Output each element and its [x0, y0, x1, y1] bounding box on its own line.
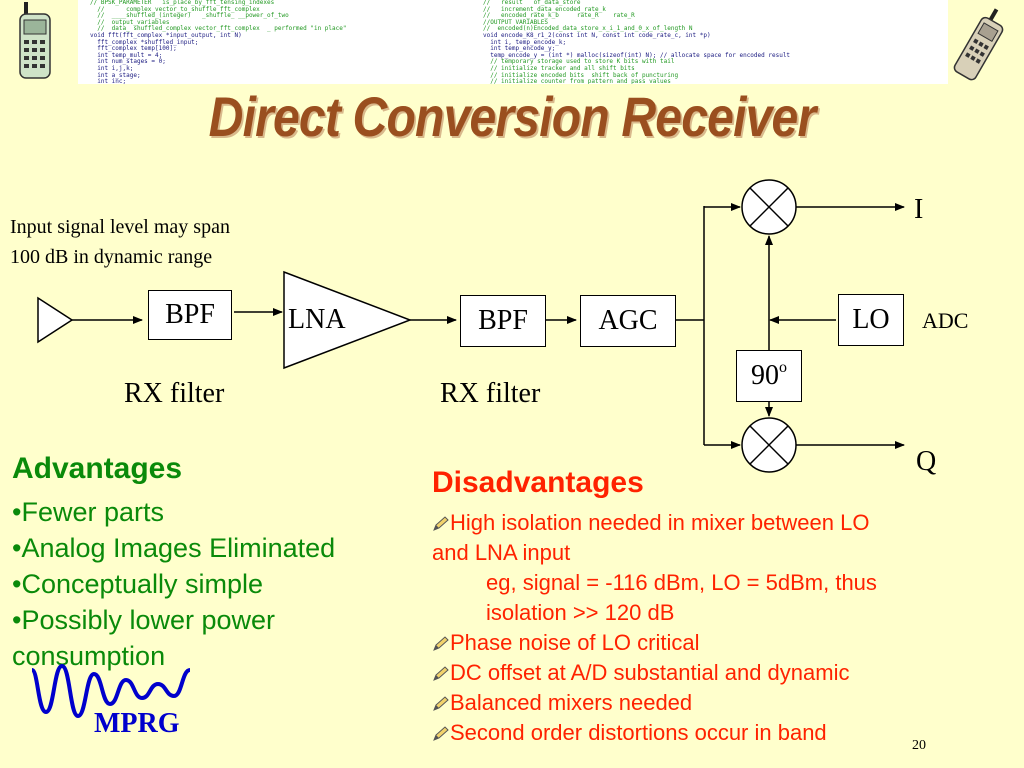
disadvantage-item-continuation: and LNA input	[432, 540, 571, 565]
phase-shift-unit: o	[779, 359, 787, 376]
code-line: int a_stage;	[90, 71, 141, 79]
pencil-bullet-icon	[433, 696, 449, 711]
pencil-bullet-icon	[433, 636, 449, 651]
code-line: // encoded_rate_k_b rate_R rate_R	[483, 12, 635, 20]
mprg-logo-text: MPRG	[94, 708, 180, 739]
code-line: fft_complex *shuffled_input;	[90, 38, 199, 46]
code-line: void fft(fft_complex *input_output, int …	[90, 31, 242, 39]
code-line: // complex_vector_to_shuffle_fft_complex	[90, 5, 260, 13]
advantages-title: Advantages	[12, 452, 183, 485]
agc-box: AGC	[580, 295, 676, 347]
slide-title: Direct Conversion Receiver	[208, 85, 817, 148]
disadvantage-text: High isolation needed in mixer between L…	[450, 510, 870, 535]
lo-box: LO	[838, 294, 904, 346]
bpf2-box: BPF	[460, 295, 546, 347]
bpf1-box: BPF	[148, 290, 232, 340]
advantage-item: •Analog Images Eliminated	[12, 533, 336, 563]
advantage-item: •Possibly lower power consumption	[12, 605, 276, 671]
input-note-line2: 100 dB in dynamic range	[10, 246, 213, 268]
disadvantage-item: Phase noise of LO critical	[432, 628, 1012, 658]
code-line: // BPSK_PARAMETER is_place_by_fft_tensin…	[90, 0, 275, 6]
code-line: // output_variables	[90, 18, 170, 26]
code-line: //OUTPUT VARIABLES	[483, 18, 549, 26]
code-line: int temp_encode_y;	[483, 45, 556, 53]
disadvantage-text: Balanced mixers needed	[450, 690, 693, 715]
code-line: fft_complex temp[100];	[90, 45, 177, 53]
disadvantage-item: Second order distortions occur in band	[432, 718, 1012, 748]
phase-shift-value: 90	[751, 360, 779, 391]
advantage-item: •Conceptually simple	[12, 569, 264, 599]
rx-filter-label-2: RX filter	[440, 378, 541, 409]
code-line: // ____shuffled_(integer) _shuffle_ __po…	[90, 12, 289, 20]
code-line: // temporary storage used to store K bit…	[483, 58, 675, 66]
code-line: int temp_mult = 4;	[90, 51, 163, 59]
output-q-label: Q	[916, 446, 937, 477]
code-column-right: // result of_data_store// increment_data…	[483, 0, 943, 84]
disadvantage-item: DC offset at A/D substantial and dynamic	[432, 658, 1012, 688]
adc-label: ADC	[922, 308, 969, 333]
code-line: // encoded(n)Encoded_data_store_x_i_1_an…	[483, 25, 693, 33]
code-line: temp_encode_y = (int *) malloc(sizeof(in…	[483, 51, 791, 59]
code-line: // data_ shuffled_complex vector_fft_com…	[90, 25, 347, 33]
code-column-left: // BPSK_PARAMETER is_place_by_fft_tensin…	[90, 0, 480, 84]
disadvantages-list: High isolation needed in mixer between L…	[432, 508, 1012, 748]
disadvantage-item: Balanced mixers needed	[432, 688, 1012, 718]
output-i-label: I	[914, 194, 924, 225]
lna-triangle	[283, 270, 413, 370]
lna-label: LNA	[288, 304, 346, 335]
advantage-item: •Fewer parts	[12, 497, 164, 527]
pencil-bullet-icon	[433, 516, 449, 531]
pencil-bullet-icon	[433, 666, 449, 681]
code-banner: // BPSK_PARAMETER is_place_by_fft_tensin…	[78, 0, 948, 84]
disadvantage-text: Phase noise of LO critical	[450, 630, 700, 655]
page-number: 20	[912, 738, 926, 753]
code-line: int i,j,k;	[90, 64, 134, 72]
mprg-logo-wave-icon	[30, 663, 191, 719]
code-line: // initialize encoded bits shift back of…	[483, 71, 679, 79]
disadvantage-item: High isolation needed in mixer between L…	[432, 508, 1012, 538]
code-line: void encode_K8_r1_2(const int N, const i…	[483, 31, 711, 39]
code-line: int inc;	[90, 78, 127, 84]
code-line: int num_stages = 0;	[90, 58, 166, 66]
pencil-bullet-icon	[433, 726, 449, 741]
rx-filter-label-1: RX filter	[124, 378, 225, 409]
antenna-source-triangle	[37, 296, 74, 344]
cell-phone-icon-right	[953, 8, 1004, 81]
cell-phone-icon-left	[19, 2, 51, 79]
input-note-line1: Input signal level may span	[10, 216, 230, 238]
advantages-list: •Fewer parts •Analog Images Eliminated •…	[12, 494, 432, 674]
code-line: int i, temp_encode_k;	[483, 38, 567, 46]
code-line: // increment_data_encoded_rate_k	[483, 5, 606, 13]
code-line: // initialize tracker and all shift bits	[483, 64, 635, 72]
disadvantage-subitem: isolation >> 120 dB	[486, 600, 675, 625]
disadvantage-subitem: eg, signal = -116 dBm, LO = 5dBm, thus	[486, 570, 877, 595]
disadvantages-title: Disadvantages	[432, 466, 644, 499]
disadvantage-text: Second order distortions occur in band	[450, 720, 827, 745]
code-line: // result of_data_store	[483, 0, 581, 6]
code-line: // initialize counter from pattern and p…	[483, 78, 671, 84]
disadvantage-text: DC offset at A/D substantial and dynamic	[450, 660, 850, 685]
